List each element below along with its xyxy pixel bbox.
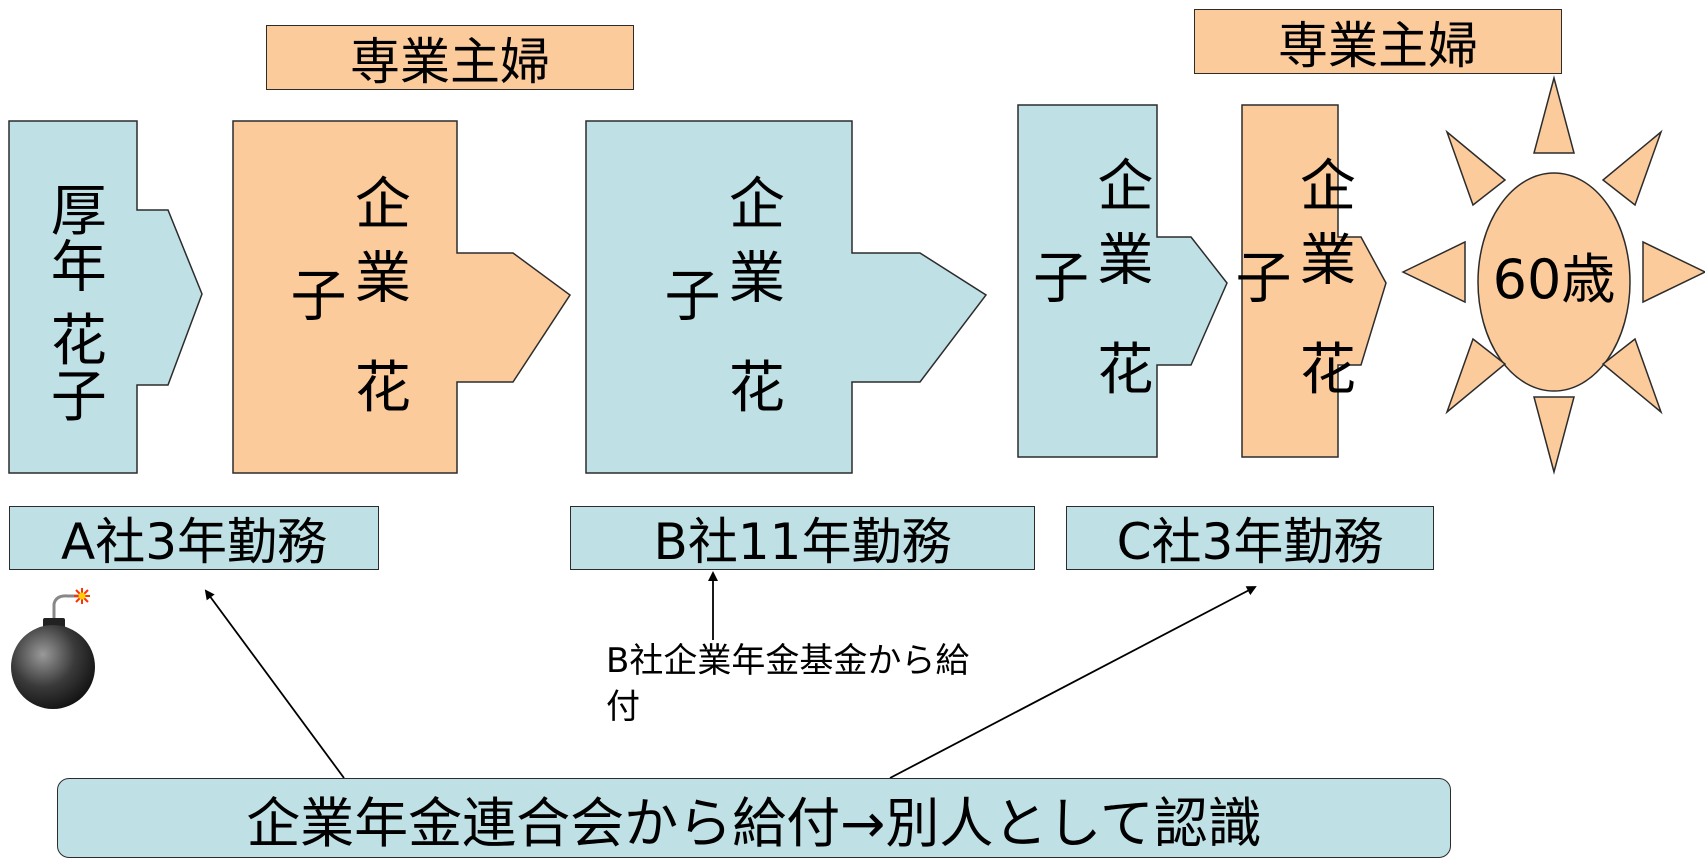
housewife-text-2: 専業主婦 [1278,16,1478,75]
company-c-box: C社3年勤務 [1066,506,1434,571]
housewife-label-2: 専業主婦 [1194,9,1562,75]
arrow-to-company-c [889,586,1257,779]
koseinen-hanako-label: 厚年 花子 [41,181,107,423]
federation-box: 企業年金連合会から給付→別人として認識 [57,778,1451,858]
block-arrow-kigyo-3 [1017,104,1228,458]
sun-icon [1401,75,1705,475]
block-arrow-kigyo-4 [1241,104,1387,458]
kigyo-hanako-label-1: 企業 花子 [281,173,411,432]
bomb-icon [11,588,95,709]
company-a-box: A社3年勤務 [9,506,379,571]
company-b-text: B社11年勤務 [653,513,952,571]
age-60-label: 60歳 [1492,248,1616,311]
company-a-text: A社3年勤務 [60,513,327,571]
block-arrow-kigyo-1 [232,120,572,474]
company-b-note: B社企業年金基金から給付 [606,641,970,727]
kigyo-hanako-label-4: 企業 花子 [1226,156,1356,414]
housewife-text-1: 専業主婦 [350,32,550,91]
kigyo-hanako-label-3: 企業 花子 [1023,156,1153,414]
block-arrow-kigyo-2 [585,120,988,474]
block-arrow-koseinen [8,120,203,474]
housewife-label-1: 専業主婦 [266,25,634,91]
kigyo-hanako-label-2: 企業 花子 [655,173,785,432]
company-b-box: B社11年勤務 [570,506,1035,571]
arrow-to-company-a [204,589,345,779]
federation-text: 企業年金連合会から給付→別人として認識 [246,791,1262,855]
company-c-text: C社3年勤務 [1116,513,1384,571]
